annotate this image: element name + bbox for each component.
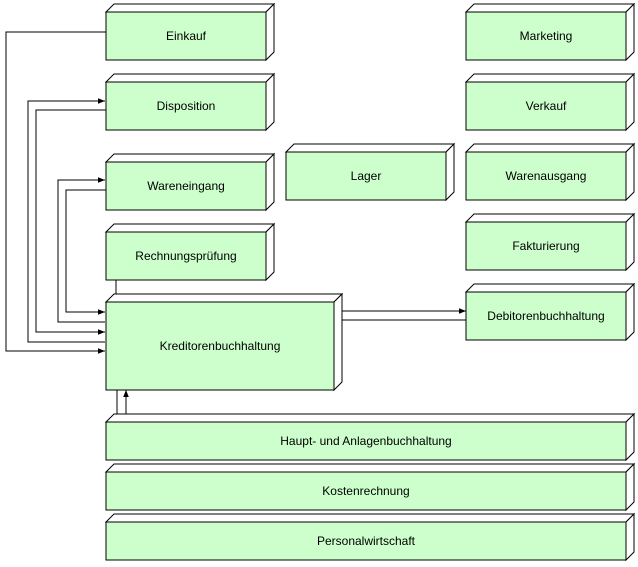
module-label-lager: Lager — [351, 169, 382, 183]
box-side-face — [625, 282, 635, 342]
module-box-verkauf: Verkauf — [464, 72, 636, 132]
module-box-personalwirtschaft: Personalwirtschaft — [104, 512, 636, 562]
box-top-face — [464, 143, 636, 153]
box-front-face — [465, 81, 627, 131]
box-side-face — [445, 142, 455, 202]
module-label-einkauf: Einkauf — [166, 29, 207, 43]
box-front-face — [465, 151, 627, 201]
module-box-hauptbuchhaltung: Haupt- und Anlagenbuchhaltung — [104, 412, 636, 462]
module-box-kreditorenbuchhaltung: Kreditorenbuchhaltung — [104, 292, 344, 392]
box-front-face — [465, 291, 627, 341]
module-box-wareneingang: Wareneingang — [104, 152, 276, 212]
connector-disposition-kreditoren — [35, 109, 106, 335]
box-top-face — [464, 3, 636, 13]
module-label-kreditorenbuchhaltung: Kreditorenbuchhaltung — [160, 339, 281, 353]
box-front-face — [105, 471, 627, 511]
module-label-personalwirtschaft: Personalwirtschaft — [317, 534, 416, 548]
module-label-fakturierung: Fakturierung — [512, 239, 579, 253]
box-front-face — [465, 221, 627, 271]
box-front-face — [105, 231, 267, 281]
box-front-face — [105, 161, 267, 211]
box-top-face — [284, 143, 456, 153]
box-top-face — [104, 223, 276, 233]
connector-kreditoren-disposition — [27, 98, 105, 343]
box-side-face — [265, 2, 275, 62]
box-side-face — [625, 142, 635, 202]
box-front-face — [285, 151, 447, 201]
module-box-einkauf: Einkauf — [104, 2, 276, 62]
module-label-marketing: Marketing — [520, 29, 573, 43]
module-label-hauptbuchhaltung: Haupt- und Anlagenbuchhaltung — [280, 434, 451, 448]
box-side-face — [625, 412, 635, 462]
box-top-face — [104, 73, 276, 83]
module-box-rechnungspruefung: Rechnungsprüfung — [104, 222, 276, 282]
box-top-face — [104, 3, 276, 13]
box-top-face — [464, 213, 636, 223]
box-front-face — [465, 11, 627, 61]
module-label-rechnungspruefung: Rechnungsprüfung — [135, 249, 236, 263]
box-side-face — [625, 462, 635, 512]
module-label-verkauf: Verkauf — [526, 99, 567, 113]
module-label-kostenrechnung: Kostenrechnung — [322, 484, 409, 498]
module-box-marketing: Marketing — [464, 2, 636, 62]
connector-wareneingang-kreditoren — [65, 189, 106, 315]
connector-einkauf-kreditoren — [5, 31, 106, 354]
box-side-face — [625, 72, 635, 132]
box-top-face — [104, 463, 636, 473]
box-front-face — [105, 11, 267, 61]
box-top-face — [464, 283, 636, 293]
box-top-face — [104, 513, 636, 523]
box-top-face — [464, 73, 636, 83]
box-side-face — [625, 212, 635, 272]
box-side-face — [625, 512, 635, 562]
box-top-face — [104, 293, 344, 303]
box-top-face — [104, 153, 276, 163]
box-front-face — [105, 301, 335, 391]
connector-kreditoren-wareneingang — [57, 177, 105, 323]
box-front-face — [105, 81, 267, 131]
module-label-warenausgang: Warenausgang — [506, 169, 587, 183]
module-box-lager: Lager — [284, 142, 456, 202]
module-box-debitorenbuchhaltung: Debitorenbuchhaltung — [464, 282, 636, 342]
box-side-face — [265, 72, 275, 132]
box-side-face — [625, 2, 635, 62]
box-side-face — [265, 152, 275, 212]
module-label-disposition: Disposition — [157, 99, 216, 113]
module-box-warenausgang: Warenausgang — [464, 142, 636, 202]
box-side-face — [265, 222, 275, 282]
module-box-fakturierung: Fakturierung — [464, 212, 636, 272]
module-label-debitorenbuchhaltung: Debitorenbuchhaltung — [487, 309, 604, 323]
box-top-face — [104, 413, 636, 423]
box-front-face — [105, 421, 627, 461]
module-label-wareneingang: Wareneingang — [147, 179, 225, 193]
box-side-face — [333, 292, 343, 392]
module-box-disposition: Disposition — [104, 72, 276, 132]
module-box-kostenrechnung: Kostenrechnung — [104, 462, 636, 512]
box-front-face — [105, 521, 627, 561]
